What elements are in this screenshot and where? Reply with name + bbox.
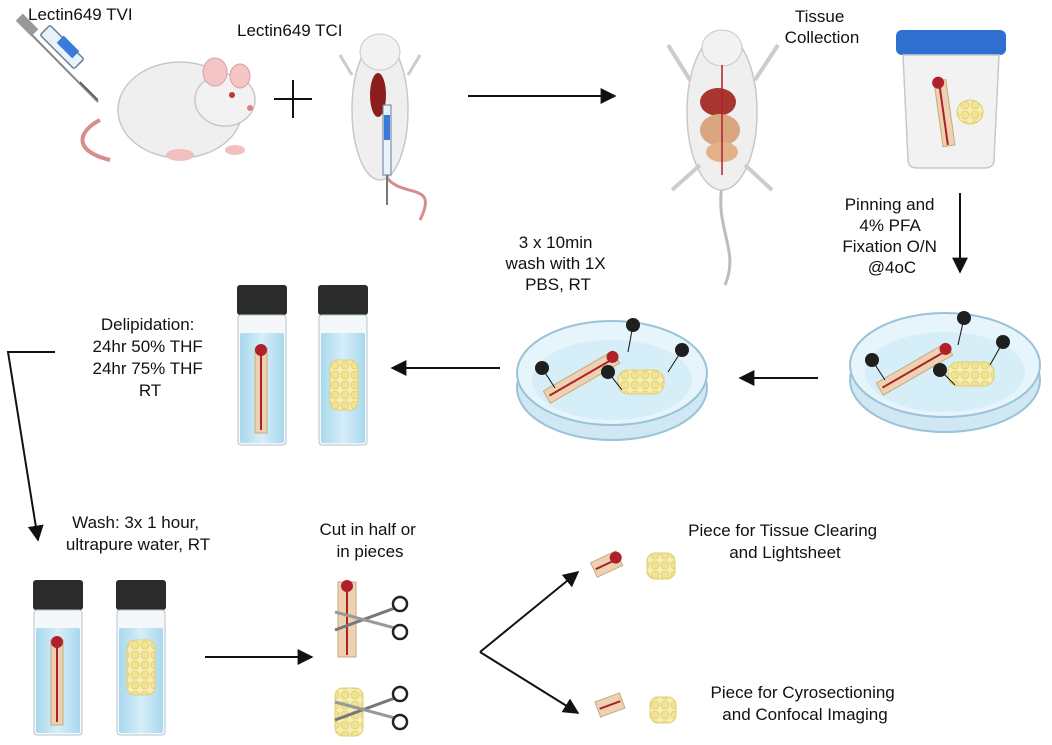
vial-icon: [318, 285, 368, 446]
wash-water-label: Wash: 3x 1 hour, ultrapure water, RT: [66, 513, 210, 554]
wash-pbs-label: 3 x 10min wash with 1X PBS, RT: [505, 233, 611, 294]
tissue-piece-icon: [589, 550, 624, 578]
cryo-label: Piece for Cyrosectioning and Confocal Im…: [711, 683, 900, 724]
delipidation-label: Delipidation: 24hr 50% THF 24hr 75% THF …: [93, 315, 208, 400]
mouse-icon: [80, 57, 256, 162]
scissors-icon: [334, 580, 409, 658]
tissue-piece-icon: [594, 692, 626, 718]
dissected-mouse-icon: [338, 33, 427, 221]
fat-pad-icon: [649, 696, 677, 724]
syringe-icon: [15, 13, 99, 103]
plus-icon: [274, 80, 312, 118]
tvi-label: Lectin649 TVI: [28, 5, 133, 24]
scissors-icon: [334, 685, 409, 737]
petri-dish-icon: [516, 318, 708, 441]
petri-dish-icon: [849, 311, 1041, 433]
tci-label: Lectin649 TCI: [237, 21, 343, 40]
cut-label: Cut in half or in pieces: [319, 520, 420, 561]
dissected-mouse-icon: [666, 29, 780, 286]
arrow-to-wash-water: [6, 351, 55, 542]
tissue-collection-label: Tissue Collection: [785, 7, 860, 47]
specimen-jar-icon: [896, 30, 1006, 169]
clearing-label: Piece for Tissue Clearing and Lightsheet: [688, 521, 882, 562]
vial-icon: [237, 285, 287, 446]
fat-pad-icon: [646, 552, 676, 580]
arrow-to-clearing: [479, 570, 580, 653]
vial-icon: [33, 580, 83, 736]
pinning-label: Pinning and 4% PFA Fixation O/N @4oC: [842, 195, 941, 277]
arrow-to-cryo: [479, 651, 580, 714]
vial-icon: [116, 580, 166, 736]
